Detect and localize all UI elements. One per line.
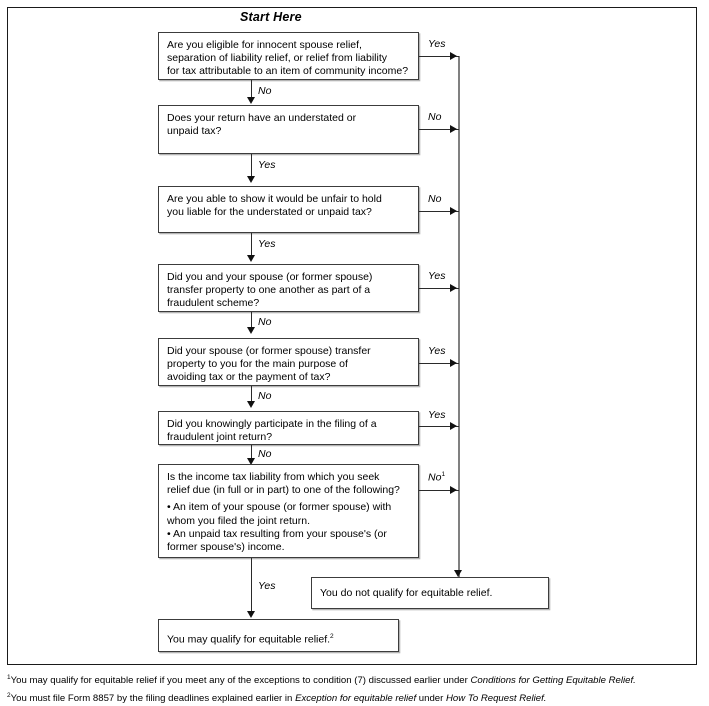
q6-line-2: fraudulent joint return? <box>167 431 273 444</box>
footnote-2-text-plain-1: You must file Form 8857 by the filing de… <box>10 693 296 705</box>
outcome-node-may-qualify[interactable]: You may qualify for equitable relief.2 <box>158 619 399 652</box>
q7-no-label: No1 <box>428 471 445 484</box>
outcome-node-not-qualify[interactable]: You do not qualify for equitable relief. <box>311 577 549 609</box>
footnote-2: 2You must file Form 8857 by the filing d… <box>7 688 702 706</box>
decision-node-q5[interactable]: Did your spouse (or former spouse) trans… <box>158 338 419 386</box>
q5-yes-label: Yes <box>428 345 446 357</box>
q1-no-label: No <box>258 85 272 97</box>
q7-no-footnote-marker: 1 <box>441 471 446 478</box>
q6-no-label: No <box>258 448 272 460</box>
decision-node-q1[interactable]: Are you eligible for innocent spouse rel… <box>158 32 419 80</box>
q4-yes-label: Yes <box>428 270 446 282</box>
footnote-1: 1You may qualify for equitable relief if… <box>7 670 702 688</box>
q3-no-arrowhead <box>450 206 457 215</box>
q1-no-arrowhead <box>247 97 255 104</box>
q6-yes-label: Yes <box>428 409 446 421</box>
q7-bullet-2b: former spouse's) income. <box>167 541 285 554</box>
footnote-2-marker: 2 <box>7 692 11 700</box>
q2-yes-arrowhead <box>247 176 255 183</box>
q5-yes-arrowhead <box>450 358 457 367</box>
q7-bullet-1a: • An item of your spouse (or former spou… <box>167 501 392 514</box>
outcome-may-qualify-footnote-marker: 2 <box>330 633 334 640</box>
footnote-2-text-plain-2: under <box>416 693 446 705</box>
q4-yes-arrowhead <box>450 283 457 292</box>
q4-yes-connector <box>419 288 459 290</box>
q2-line-1: Does your return have an understated or <box>167 112 357 124</box>
footnote-1-text-plain: You may qualify for equitable relief if … <box>10 675 471 687</box>
q5-no-label: No <box>258 390 272 402</box>
q7-bullet-1b: whom you filed the joint return. <box>167 514 310 527</box>
q5-no-arrowhead <box>247 401 255 408</box>
footnote-1-text-italic: Conditions for Getting Equitable Relief. <box>470 675 636 687</box>
q7-yes-label: Yes <box>258 580 276 592</box>
q1-line-1: Are you eligible for innocent spouse rel… <box>167 39 362 51</box>
q4-line-2: transfer property to one another as part… <box>167 284 371 297</box>
q7-yes-connector <box>251 558 253 616</box>
q4-no-label: No <box>258 316 272 328</box>
q6-no-connector <box>251 445 253 460</box>
q3-line-1: Are you able to show it would be unfair … <box>167 193 382 205</box>
q4-no-connector <box>251 312 253 329</box>
q3-yes-connector <box>251 233 253 257</box>
q1-line-3: for tax attributable to an item of commu… <box>167 65 409 78</box>
q5-line-3: avoiding tax or the payment of tax? <box>167 371 331 384</box>
q7-no-arrowhead <box>450 485 457 494</box>
q7-bullet-list: • An item of your spouse (or former spou… <box>167 501 410 554</box>
q5-no-connector <box>251 386 253 403</box>
footnote-1-marker: 1 <box>7 674 11 681</box>
q7-no-connector <box>419 490 459 492</box>
q7-no-text: No <box>428 471 442 484</box>
q1-no-connector <box>251 80 253 99</box>
q6-yes-connector <box>419 426 459 428</box>
decision-node-q7[interactable]: Is the income tax liability from which y… <box>158 464 419 558</box>
decision-node-q6[interactable]: Did you knowingly participate in the fil… <box>158 411 419 445</box>
q6-line-1: Did you knowingly participate in the fil… <box>167 418 377 430</box>
q7-line-1: Is the income tax liability from which y… <box>167 471 380 483</box>
q7-line-2: relief due (in full or in part) to one o… <box>167 484 400 497</box>
q3-yes-label: Yes <box>258 238 276 250</box>
decision-node-q2[interactable]: Does your return have an understated or … <box>158 105 419 154</box>
q5-line-1: Did your spouse (or former spouse) trans… <box>167 345 371 357</box>
q4-no-arrowhead <box>247 327 255 334</box>
footnote-2-text-italic-2: How To Request Relief. <box>446 693 547 705</box>
q2-no-label: No <box>428 111 442 123</box>
footnote-2-text-italic-1: Exception for equitable relief <box>295 693 417 705</box>
q3-no-label: No <box>428 193 442 205</box>
decision-node-q3[interactable]: Are you able to show it would be unfair … <box>158 186 419 233</box>
page-title: Start Here <box>240 10 302 24</box>
q3-no-connector <box>419 211 459 213</box>
q1-yes-connector <box>419 56 459 58</box>
q4-line-1: Did you and your spouse (or former spous… <box>167 271 373 283</box>
q7-yes-arrowhead <box>247 611 255 618</box>
q2-yes-label: Yes <box>258 159 276 171</box>
q5-line-2: property to you for the main purpose of <box>167 358 348 371</box>
q1-yes-arrowhead <box>450 51 457 60</box>
q2-yes-connector <box>251 154 253 178</box>
q1-yes-label: Yes <box>428 38 446 50</box>
q6-yes-arrowhead <box>450 421 457 430</box>
q3-line-2: you liable for the understated or unpaid… <box>167 206 372 219</box>
outcome-may-qualify-text: You may qualify for equitable relief.2 <box>167 630 390 647</box>
q1-line-2: separation of liability relief, or relie… <box>167 52 388 65</box>
q2-line-2: unpaid tax? <box>167 125 222 138</box>
q5-yes-connector <box>419 363 459 365</box>
outcome-not-qualify-text: You do not qualify for equitable relief. <box>320 587 493 599</box>
q2-no-connector <box>419 129 459 131</box>
decision-node-q4[interactable]: Did you and your spouse (or former spous… <box>158 264 419 312</box>
q4-line-3: fraudulent scheme? <box>167 297 260 310</box>
reject-spine-arrowhead <box>454 570 462 577</box>
flowchart-frame: Start Here Are you eligible for innocent… <box>7 7 697 665</box>
q6-no-arrowhead <box>247 458 255 465</box>
reject-spine-line <box>458 56 460 581</box>
q2-no-arrowhead <box>450 124 457 133</box>
outcome-may-qualify-label: You may qualify for equitable relief. <box>167 633 331 646</box>
footnotes-block: 1You may qualify for equitable relief if… <box>7 670 702 706</box>
q7-bullet-2a: • An unpaid tax resulting from your spou… <box>167 527 387 540</box>
q3-yes-arrowhead <box>247 255 255 262</box>
